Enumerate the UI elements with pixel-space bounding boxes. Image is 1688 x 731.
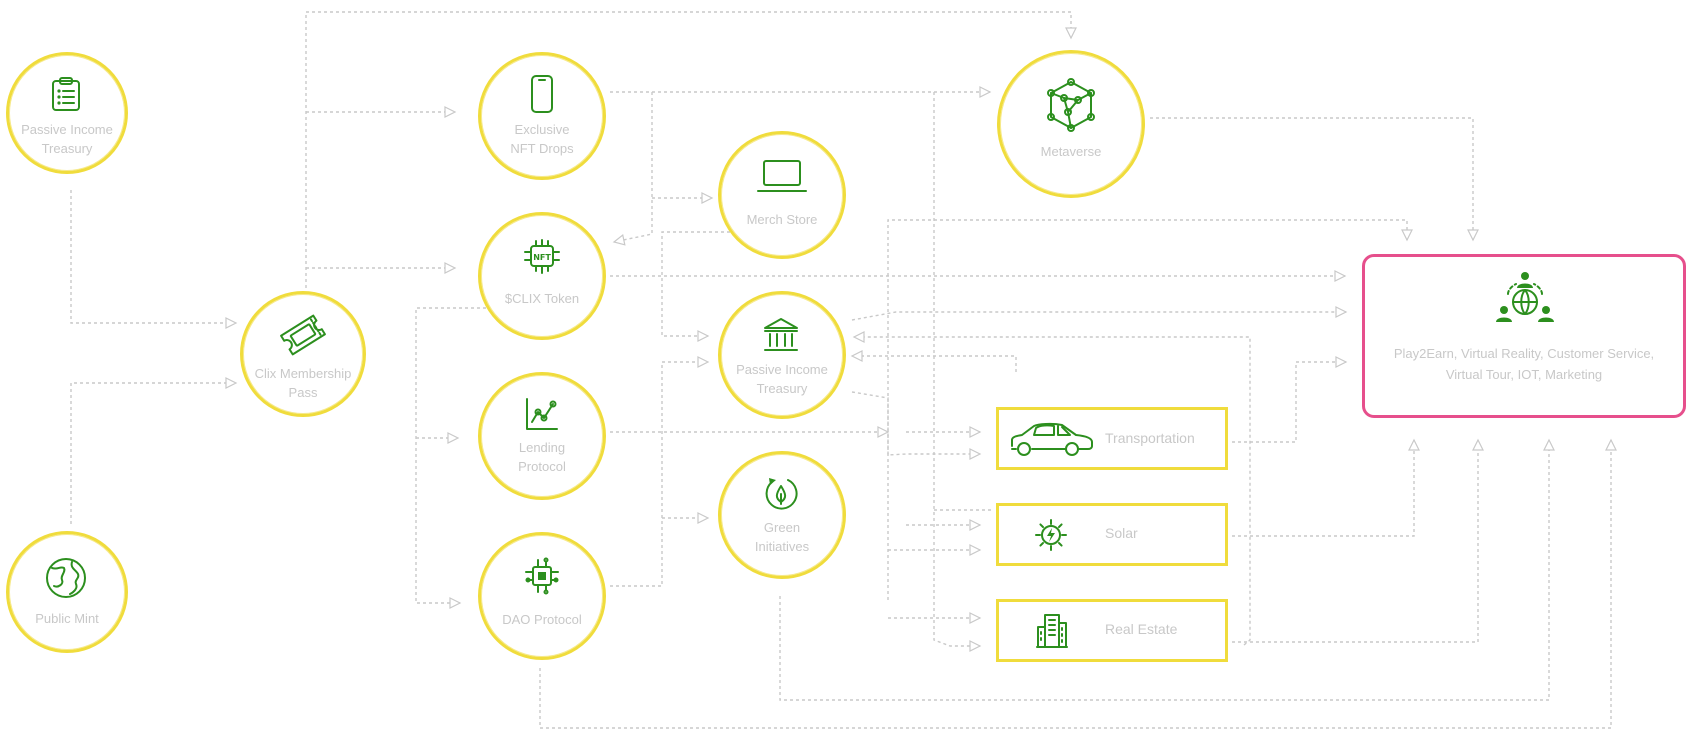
- node-real-estate: [996, 599, 1228, 662]
- eco-drop-icon: [765, 478, 798, 510]
- node-merch-store: [718, 131, 846, 259]
- node-label: Transportation: [1105, 430, 1195, 446]
- node-label: Exclusive NFT Drops: [510, 122, 574, 156]
- node-label: Green Initiatives: [754, 520, 810, 554]
- processor-icon: [525, 557, 559, 595]
- network-icon: [1047, 78, 1095, 132]
- connector-line: [539, 438, 1617, 729]
- smartphone-icon: [531, 75, 553, 113]
- node-label: Lending Protocol: [518, 440, 566, 474]
- connector-line: [610, 356, 710, 587]
- node-passive-income-treasury-left: [6, 52, 128, 174]
- connector-line: [70, 377, 238, 524]
- connector-line: [1232, 438, 1420, 537]
- node-label: Clix Membership Pass: [254, 366, 352, 400]
- ticket-icon: [280, 314, 326, 356]
- node-label: Play2Earn, Virtual Reality, Customer Ser…: [1393, 346, 1655, 382]
- node-dao-protocol: [478, 532, 606, 660]
- svg-text:NFT: NFT: [533, 253, 551, 262]
- connector-line: [851, 306, 1348, 321]
- node-label: Passive Income Treasury: [21, 122, 113, 156]
- node-exclusive-nft-drops: [478, 52, 606, 180]
- connector-line: [887, 219, 1413, 600]
- connector-line: [1150, 117, 1479, 242]
- bank-icon: [764, 318, 798, 351]
- node-label: Merch Store: [746, 212, 818, 227]
- node-label: Passive Income Treasury: [736, 362, 828, 396]
- laptop-icon: [757, 160, 807, 192]
- connector-line: [661, 231, 736, 342]
- building-icon: [1036, 614, 1068, 648]
- connector-line: [851, 391, 982, 460]
- node-green-initiatives: [718, 451, 846, 579]
- node-public-mint: [6, 531, 128, 653]
- connector-line: [305, 11, 1077, 288]
- connector-line: [933, 92, 982, 652]
- connector-line: [70, 190, 238, 329]
- connector-line: [415, 307, 486, 609]
- connector-line: [779, 438, 1555, 701]
- node-passive-income-treasury-center: [718, 291, 846, 419]
- connector-line: [1232, 438, 1484, 643]
- node-label: Real Estate: [1105, 621, 1178, 637]
- solar-icon: [1035, 519, 1067, 551]
- node-label: Solar: [1105, 525, 1138, 541]
- clipboard-list-icon: [52, 77, 80, 111]
- node-label: Public Mint: [35, 611, 99, 626]
- node-label: DAO Protocol: [502, 612, 582, 627]
- team-globe-icon: [1496, 272, 1554, 322]
- node-clix-membership-pass: [240, 291, 366, 417]
- line-chart-icon: [526, 398, 558, 430]
- connector-line: [612, 92, 653, 246]
- node-solar: [996, 503, 1228, 566]
- globe-icon: [46, 558, 86, 598]
- node-target-use-cases: [1362, 254, 1686, 418]
- node-label: $CLIX Token: [504, 291, 580, 306]
- node-transportation: [996, 407, 1228, 470]
- car-icon: [1011, 422, 1093, 456]
- connector-line: [1232, 356, 1348, 443]
- node-label: Metaverse: [1040, 144, 1102, 159]
- nft-chip-icon: NFT: [524, 239, 560, 274]
- node-clix-token: [478, 212, 606, 340]
- node-lending-protocol: [478, 372, 606, 500]
